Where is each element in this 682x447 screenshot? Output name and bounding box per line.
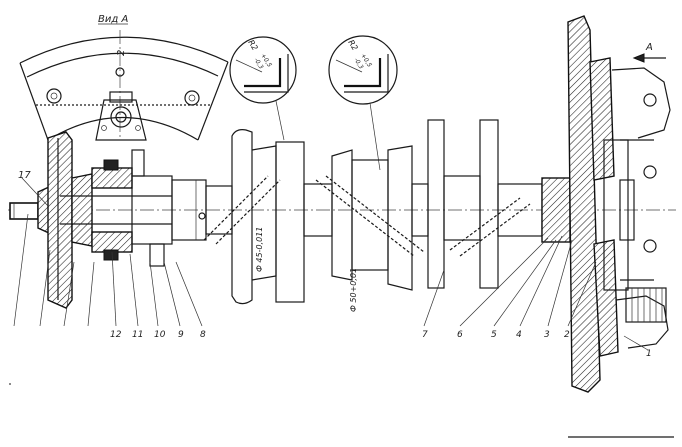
detail-2-radius: R2 (346, 38, 359, 52)
part-number-6: 6 (457, 330, 463, 340)
part-number-2: 2 (564, 330, 570, 340)
part-number-12: 12 (110, 330, 122, 340)
pulley (47, 131, 93, 309)
crank-throw-2 (315, 145, 425, 291)
view-a-mark-number: 2 (116, 50, 127, 56)
clutch-assembly (611, 67, 671, 349)
detail-circle-2: R2 +0,5 -0,3 (328, 35, 398, 171)
part-number-1: 1 (646, 349, 652, 359)
view-a-bolt-right (184, 90, 200, 106)
part-number-3: 3 (544, 330, 550, 340)
view-a-segment: Вид А 2 (19, 14, 229, 141)
dimension-diameter-50: Ф 50+0,01 (349, 268, 358, 312)
crank-throw-1 (203, 129, 305, 305)
crank-throw-3 (411, 119, 531, 289)
detail-circle-1: R2 +0,5 -0,3 (229, 36, 297, 141)
part-number-4: 4 (516, 330, 522, 340)
view-a-bracket (95, 91, 147, 141)
dimension-diameter-45: Ф 45-0,011 (255, 227, 264, 272)
view-a-direction-arrow: А (632, 42, 666, 63)
flywheel (567, 15, 629, 393)
stray-dot (9, 383, 11, 385)
view-a-label: Вид А (98, 14, 128, 25)
timing-gear (60, 149, 173, 267)
part-number-11: 11 (132, 330, 143, 340)
clutch-spring (625, 287, 667, 323)
view-a-bolt-left (46, 88, 62, 104)
part-number-10: 10 (154, 330, 166, 340)
part-number-17: 17 (18, 170, 31, 181)
part-number-9: 9 (178, 330, 184, 340)
arrow-a-label: А (645, 42, 653, 53)
part-number-7: 7 (422, 330, 428, 340)
part-number-8: 8 (200, 330, 206, 340)
leaders (13, 177, 649, 351)
part-number-5: 5 (491, 330, 497, 340)
